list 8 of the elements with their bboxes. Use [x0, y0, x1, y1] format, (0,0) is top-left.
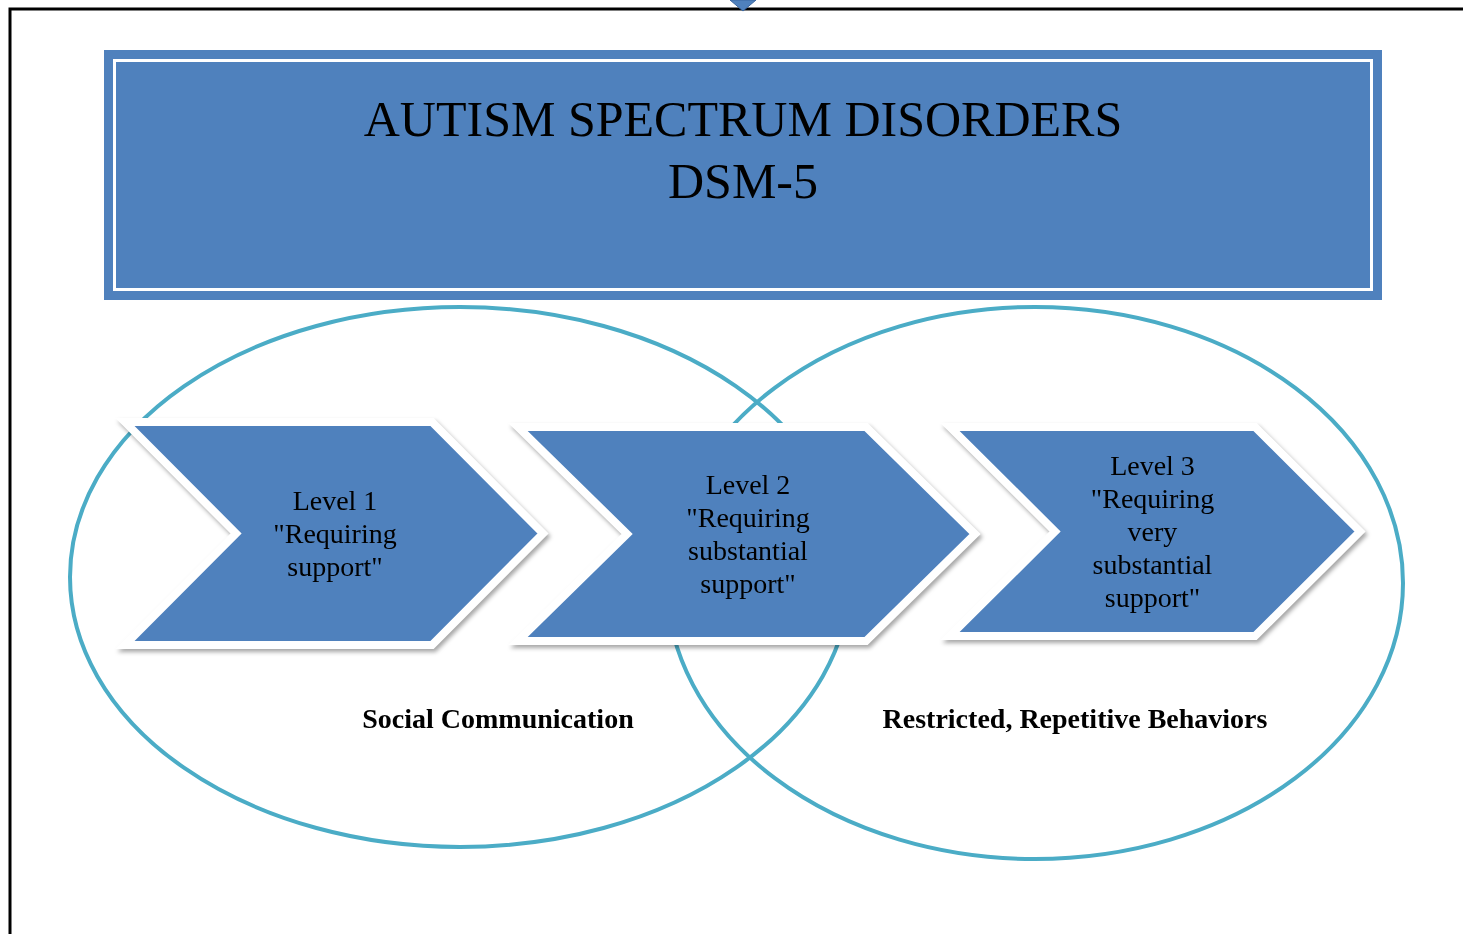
title-banner — [104, 50, 1382, 300]
level-label: Level 2 "Requiring substantial support" — [685, 468, 811, 600]
domain-label: Restricted, Repetitive Behaviors — [881, 703, 1269, 735]
title-text: DSM-5 — [668, 152, 818, 211]
title-text: AUTISM SPECTRUM DISORDERS — [363, 90, 1123, 149]
level-label: Level 3 "Requiring very substantial support" — [1089, 449, 1216, 614]
level-label: Level 1 "Requiring support" — [272, 484, 398, 583]
domain-label: Social Communication — [361, 703, 635, 735]
